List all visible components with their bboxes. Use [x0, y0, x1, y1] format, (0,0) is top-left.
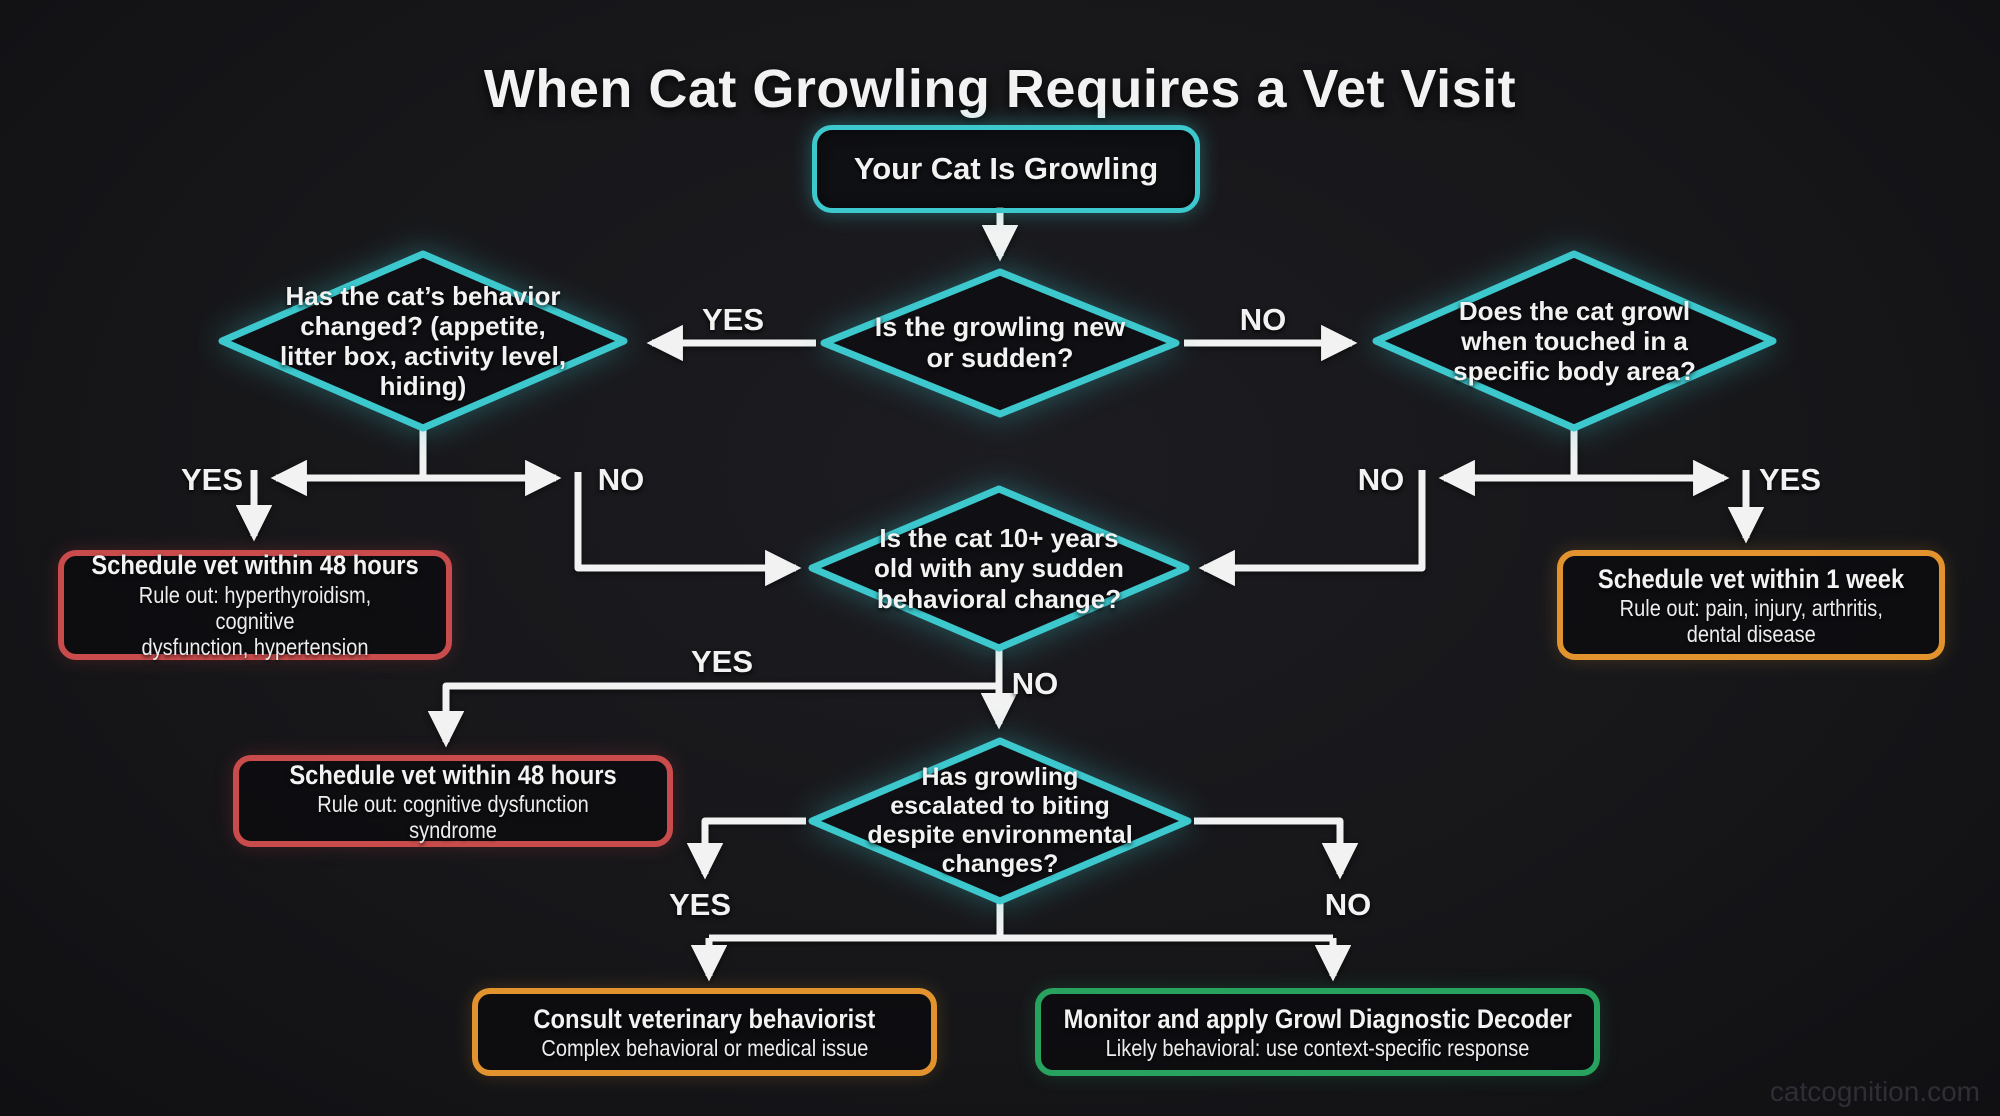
outcome-monitor: Monitor and apply Growl Diagnostic Decod…	[1035, 988, 1600, 1076]
decision-escalated-biting: Has growling escalated to biting despite…	[808, 737, 1192, 905]
label-yes-biting: YES	[668, 887, 732, 922]
label-yes-senior: YES	[690, 644, 754, 679]
label-yes-behavior: YES	[180, 462, 244, 497]
label-no-new-sudden: NO	[1239, 302, 1287, 337]
decision-new-or-sudden-text: Is the growling new or sudden?	[874, 311, 1126, 373]
connector-lines	[235, 207, 1765, 982]
outcome-1-week-title: Schedule vet within 1 week	[1597, 563, 1905, 594]
diamond-shape	[1372, 250, 1777, 432]
outcome-48h-cds-subtitle: Rule out: cognitive dysfunction syndrome	[317, 790, 589, 844]
start-node-label: Your Cat Is Growling	[853, 151, 1159, 186]
edge-senior-yes	[427, 682, 999, 748]
outcome-1-week: Schedule vet within 1 week Rule out: pai…	[1557, 550, 1945, 660]
decision-escalated-biting-text: Has growling escalated to biting despite…	[867, 763, 1133, 878]
edge-biting-no-side	[1194, 817, 1359, 880]
label-no-biting: NO	[1324, 887, 1372, 922]
decision-touch-area: Does the cat growl when touched in a spe…	[1372, 250, 1777, 432]
decision-touch-area-text: Does the cat growl when touched in a spe…	[1453, 295, 1696, 387]
page-title: When Cat Growling Requires a Vet Visit	[483, 59, 1517, 120]
label-no-senior: NO	[1011, 666, 1059, 701]
decision-senior-change: Is the cat 10+ years old with any sudden…	[808, 485, 1190, 652]
outcome-monitor-subtitle: Likely behavioral: use context-specific …	[1105, 1035, 1530, 1062]
outcome-behaviorist: Consult veterinary behaviorist Complex b…	[472, 988, 937, 1076]
decision-senior-change-text: Is the cat 10+ years old with any sudden…	[874, 523, 1124, 614]
label-yes-new-sudden: YES	[701, 302, 765, 337]
outcome-48h-cds: Schedule vet within 48 hours Rule out: c…	[233, 755, 673, 847]
outcome-48h-medical-title: Schedule vet within 48 hours	[91, 550, 419, 581]
outcome-48h-medical: Schedule vet within 48 hours Rule out: h…	[58, 550, 452, 660]
start-node: Your Cat Is Growling	[812, 125, 1200, 213]
decision-behavior-changed-text: Has the cat’s behavior changed? (appetit…	[279, 280, 567, 402]
decision-behavior-changed: Has the cat’s behavior changed? (appetit…	[218, 250, 628, 432]
outcome-48h-medical-subtitle: Rule out: hyperthyroidism, cognitive dys…	[138, 581, 372, 661]
label-yes-touch: YES	[1758, 462, 1822, 497]
outcome-behaviorist-title: Consult veterinary behaviorist	[533, 1003, 876, 1034]
outcome-48h-cds-title: Schedule vet within 48 hours	[289, 759, 617, 790]
edge-behavior-no-to-senior	[574, 472, 802, 587]
edge-touch-no-to-senior	[1198, 470, 1426, 587]
outcome-1-week-subtitle: Rule out: pain, injury, arthritis, denta…	[1619, 594, 1883, 648]
diamond-shape	[820, 268, 1180, 418]
decision-new-or-sudden: Is the growling new or sudden?	[820, 268, 1180, 418]
watermark: catcognition.com	[1769, 1076, 1980, 1107]
label-no-touch: NO	[1357, 462, 1405, 497]
edge-biting-yes-side	[686, 817, 806, 880]
outcome-behaviorist-subtitle: Complex behavioral or medical issue	[541, 1035, 868, 1062]
diamond-shape	[218, 250, 628, 432]
label-no-behavior: NO	[597, 462, 645, 497]
diamond-shape	[808, 737, 1192, 905]
outcome-monitor-title: Monitor and apply Growl Diagnostic Decod…	[1063, 1003, 1572, 1034]
diamond-shape	[808, 485, 1190, 652]
